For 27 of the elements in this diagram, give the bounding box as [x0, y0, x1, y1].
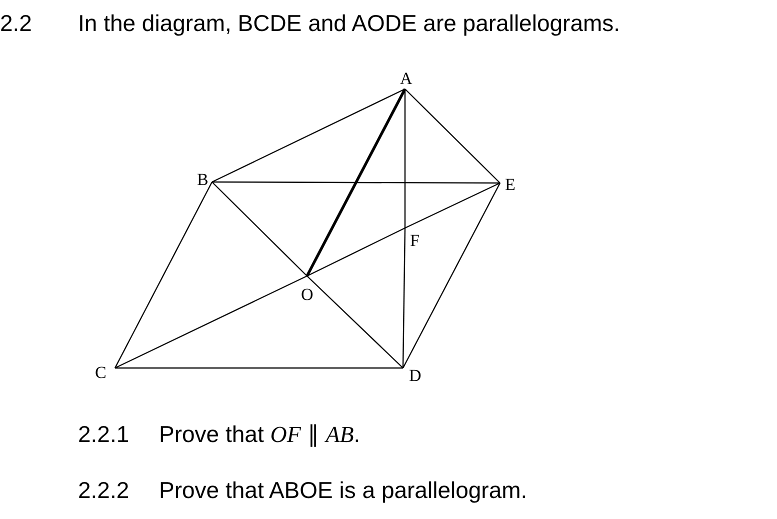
line-segment [306, 276, 404, 368]
question-text: Prove that ABOE is a parallelogram. [159, 479, 528, 502]
line-segment [402, 228, 406, 368]
vertex-label: D [409, 367, 422, 384]
line-segment [212, 181, 500, 184]
question-number: 2.2.2 [78, 479, 130, 502]
question-number: 2.2.1 [78, 423, 130, 446]
line-segment [306, 227, 406, 277]
line-segment [114, 275, 308, 369]
line-segment [404, 89, 406, 228]
line-segment [404, 182, 500, 229]
line-segment [402, 182, 501, 368]
vertex-label: E [505, 176, 516, 193]
vertex-label: B [197, 171, 208, 188]
vertex-label: O [301, 286, 314, 303]
line-segment [306, 88, 406, 277]
line-segment [404, 88, 500, 184]
question-text: In the diagram, BCDE and AODE are parallelograms. [78, 12, 620, 35]
vertex-label: F [410, 232, 420, 249]
line-segment [212, 88, 406, 183]
section-number: 2.2 [0, 12, 32, 35]
line-segment [114, 182, 213, 368]
vertex-label: C [95, 364, 106, 381]
vertex-label: A [400, 70, 412, 87]
line-segment [212, 182, 308, 276]
question-text: Prove that OF ∥ AB. [159, 423, 360, 446]
line-segment [115, 367, 403, 369]
